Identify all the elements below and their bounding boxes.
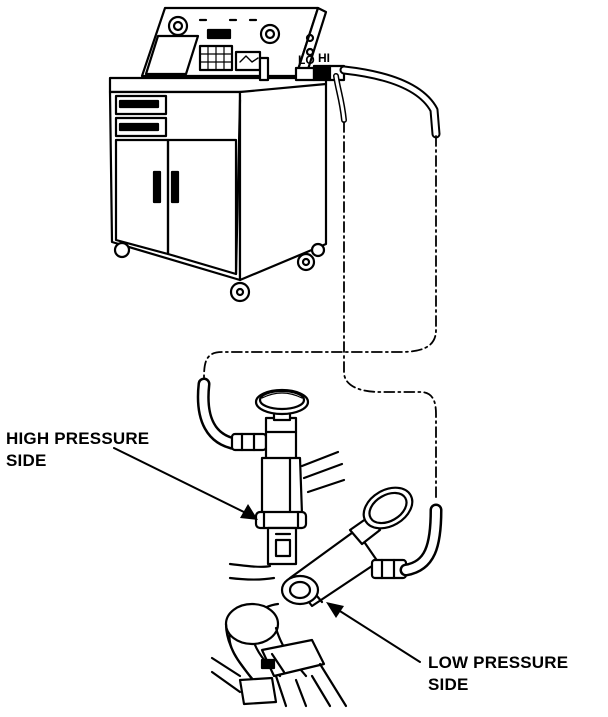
high-pressure-label-line1: HIGH PRESSURE — [6, 429, 150, 448]
port-label-hi: HI — [318, 51, 330, 65]
high-pressure-label-line2: SIDE — [6, 451, 47, 470]
high-pressure-side-label: HIGH PRESSURE SIDE — [6, 428, 149, 472]
high-pressure-arrow — [113, 447, 253, 517]
service-hoses — [333, 65, 441, 139]
vehicle-ac-lines — [210, 450, 348, 708]
port-label-lo: LO — [298, 53, 315, 67]
low-pressure-connector — [280, 486, 443, 608]
callout-arrows — [113, 447, 421, 663]
ac-service-station — [108, 6, 328, 303]
low-pressure-arrow — [331, 605, 421, 663]
hose-routing-lines — [203, 121, 437, 501]
high-pressure-connector — [196, 377, 310, 566]
low-pressure-label-line1: LOW PRESSURE — [428, 653, 569, 672]
low-pressure-label-line2: SIDE — [428, 675, 469, 694]
low-pressure-side-label: LOW PRESSURE SIDE — [428, 652, 568, 696]
